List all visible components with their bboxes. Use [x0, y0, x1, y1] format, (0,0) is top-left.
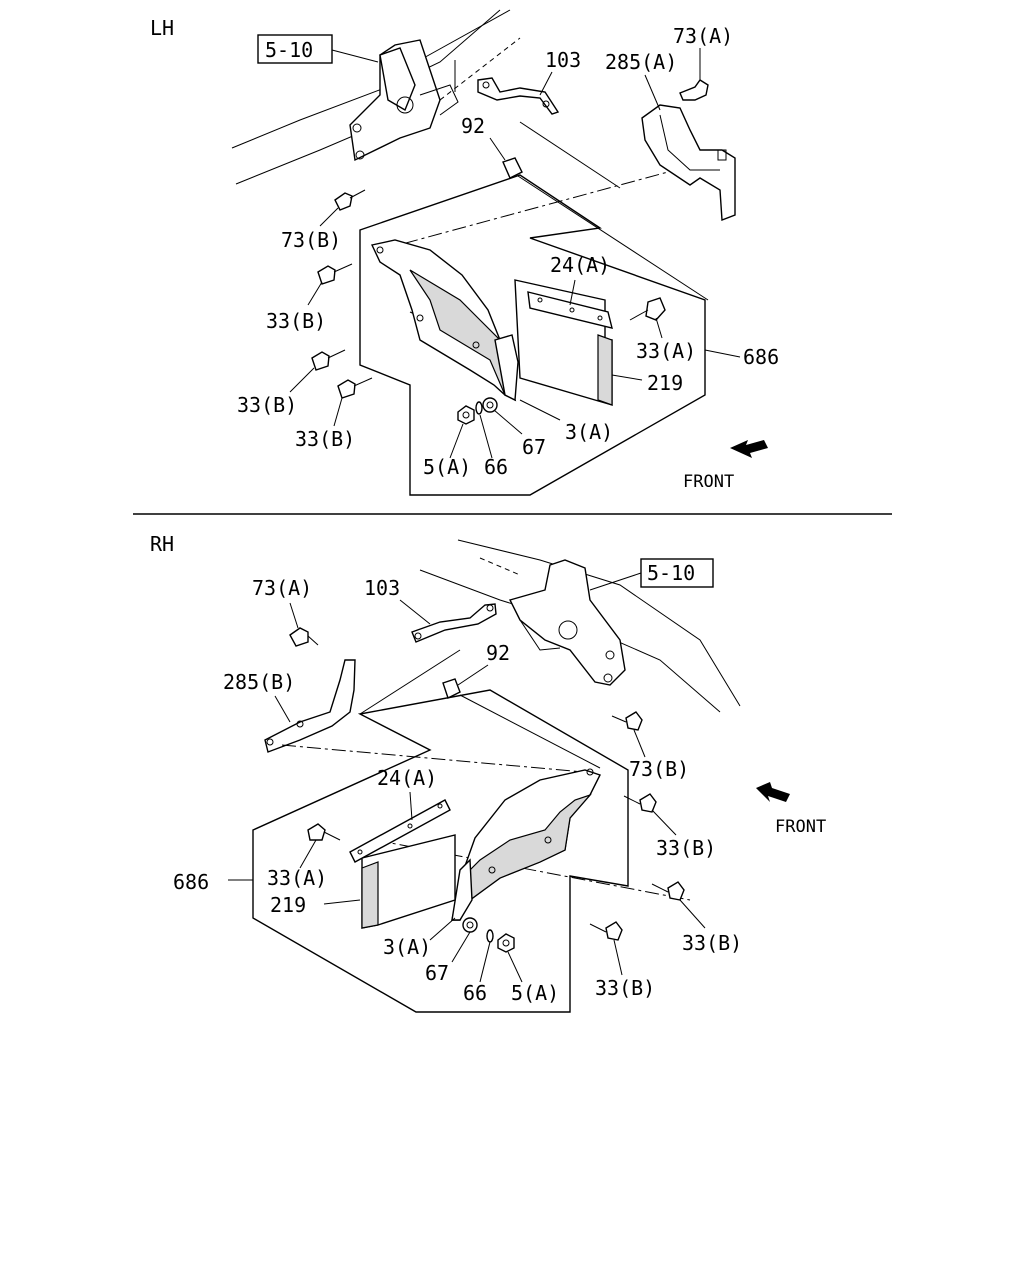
lh-body-lines — [231, 9, 521, 185]
lh-bolt-73a — [679, 79, 709, 101]
lh-washer-67 — [482, 397, 498, 413]
lh-front-label: FRONT — [683, 472, 734, 492]
lh-section: LH 5-10 103 — [150, 9, 779, 496]
rh-front-label: FRONT — [775, 817, 826, 837]
rh-label-33b-1: 33(B) — [656, 836, 716, 860]
lh-label-686: 686 — [743, 345, 779, 369]
lh-part-92 — [502, 157, 523, 179]
lh-label-103: 103 — [545, 48, 581, 72]
lh-mount-bracket — [349, 39, 459, 162]
rh-part-219 — [361, 834, 456, 929]
rh-label-66: 66 — [463, 981, 487, 1005]
lh-ref-box — [257, 34, 333, 64]
lh-label-219: 219 — [647, 371, 683, 395]
lh-nut-5a — [457, 405, 475, 425]
lh-part-103 — [477, 77, 560, 115]
rh-label-103: 103 — [364, 576, 400, 600]
rh-label-24a: 24(A) — [377, 766, 437, 790]
rh-section: RH 5-10 103 73(A) — [150, 532, 826, 1013]
rh-label-5a: 5(A) — [511, 981, 559, 1005]
rh-washer-67 — [462, 917, 478, 933]
lh-label-33b-3: 33(B) — [295, 427, 355, 451]
rh-part-24a — [349, 799, 451, 863]
rh-bolt-73a — [289, 627, 319, 647]
lh-part-24a — [527, 291, 613, 329]
rh-bolt-33b-3 — [589, 921, 623, 941]
front-arrow-icon — [730, 440, 768, 458]
rh-part-92 — [442, 678, 461, 699]
rh-label-92: 92 — [486, 641, 510, 665]
lh-label-66: 66 — [484, 455, 508, 479]
rh-part-285b — [264, 659, 356, 753]
lh-bolt-33b-1 — [317, 263, 353, 285]
rh-bolt-33b-2 — [651, 881, 685, 901]
lh-part-285a — [641, 104, 736, 221]
rh-label-3a: 3(A) — [383, 935, 431, 959]
lh-label-285a: 285(A) — [605, 50, 677, 74]
rh-label-67: 67 — [425, 961, 449, 985]
rh-label-285b: 285(B) — [223, 670, 295, 694]
lh-outline-686 — [359, 174, 706, 496]
rh-nut-5a — [497, 933, 515, 953]
lh-label-73a: 73(A) — [673, 24, 733, 48]
rh-part-3a — [451, 768, 601, 921]
lh-spring-washer-66 — [475, 401, 483, 415]
rh-label-73b: 73(B) — [629, 757, 689, 781]
rh-title: RH — [150, 532, 174, 556]
rh-part-103 — [411, 603, 497, 643]
front-arrow-icon — [756, 782, 790, 802]
lh-label-33a: 33(A) — [636, 339, 696, 363]
rh-mount-bracket — [508, 559, 626, 686]
rh-ref-box-label: 5-10 — [647, 561, 695, 585]
lh-ref-box-label: 5-10 — [265, 38, 313, 62]
lh-bolt-33a — [629, 297, 666, 321]
lh-bolt-33b-2 — [311, 349, 346, 371]
rh-spring-washer-66 — [486, 929, 494, 943]
lh-label-33b-2: 33(B) — [237, 393, 297, 417]
lh-label-73b: 73(B) — [281, 228, 341, 252]
lh-label-67: 67 — [522, 435, 546, 459]
lh-part-3a — [370, 239, 519, 402]
rh-label-219: 219 — [270, 893, 306, 917]
lh-label-5a: 5(A) — [423, 455, 471, 479]
rh-bolt-73b — [611, 711, 643, 731]
rh-label-33b-2: 33(B) — [682, 931, 742, 955]
rh-bolt-33b-1 — [623, 793, 657, 813]
lh-bolt-73b — [334, 189, 366, 211]
rh-label-686: 686 — [173, 870, 209, 894]
lh-label-92: 92 — [461, 114, 485, 138]
rh-label-33a: 33(A) — [267, 866, 327, 890]
lh-label-33b-1: 33(B) — [266, 309, 326, 333]
lh-bolt-33b-3 — [337, 377, 373, 399]
rh-label-33b-3: 33(B) — [595, 976, 655, 1000]
lh-label-3a: 3(A) — [565, 420, 613, 444]
rh-outline-686 — [252, 689, 629, 1013]
lh-label-24a: 24(A) — [550, 253, 610, 277]
lh-title: LH — [150, 16, 174, 40]
rh-bolt-33a — [307, 823, 341, 841]
rh-label-73a: 73(A) — [252, 576, 312, 600]
